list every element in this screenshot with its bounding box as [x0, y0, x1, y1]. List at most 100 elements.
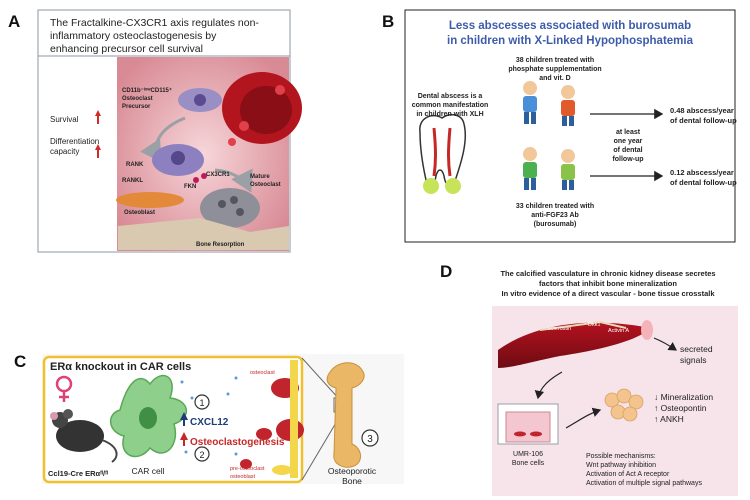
rank-label: RANK [126, 162, 144, 168]
secreted-signals-arrow [653, 337, 677, 351]
precursor-label-1: CD11b⁻ᴵᵒʷCD115⁺ [122, 87, 172, 94]
step-2-number: 2 [199, 450, 204, 460]
children-group-2-icon [523, 147, 575, 190]
group-2-label-3: (burosumab) [534, 221, 577, 228]
differentiation-up-arrow-icon [95, 144, 101, 150]
group-1-label-1: 38 children treated with [516, 57, 594, 64]
car-cell-label: CAR cell [131, 466, 164, 476]
group-2-label-2: anti-FGF23 Ab [531, 212, 579, 219]
panel-a-title-line-1: The Fractalkine-CX3CR1 axis regulates no… [50, 17, 259, 29]
osteoblast-shape [116, 192, 184, 208]
abscess-label-2: common manifestation [412, 102, 489, 109]
dkk1-label: Dkk1 [588, 322, 601, 328]
cxcl12-label: CXCL12 [190, 417, 229, 428]
result-2-label-2: of dental follow-up [670, 178, 737, 187]
step-1-number: 1 [199, 398, 204, 408]
osteoblast-lining [290, 360, 298, 478]
panel-d [462, 264, 738, 496]
osteoblast-shape [272, 465, 292, 475]
bone-surface [118, 218, 289, 250]
step-3-circle [361, 429, 379, 447]
panel-a-letter: A [8, 12, 21, 31]
panel-a-title-line-2: inflammatory osteoclastogenesis by [50, 30, 217, 42]
panel-b [404, 9, 736, 243]
step-3-number: 3 [367, 434, 373, 445]
cxcl12-up-arrow-icon [180, 412, 188, 420]
differentiation-label-2: capacity [50, 147, 79, 156]
secreted-signals-label-2: signals [680, 355, 706, 365]
sclerostin-label: sclerostin [548, 326, 571, 332]
mature-osteoclast-label-2: Osteoclast [250, 182, 281, 188]
panel-b-letter: B [382, 12, 395, 31]
osteoclastogenesis-up-arrow-icon [180, 432, 188, 440]
mechanism-2: Activation of Act A receptor [586, 471, 670, 478]
panel-d-title-line-1: The calcified vasculature in chronic kid… [500, 269, 715, 278]
followup-label-2: one year [614, 138, 643, 145]
precursor-label-3: Precursor [122, 104, 151, 110]
effect-mineralization: ↓ Mineralization [654, 392, 713, 402]
step-2-circle [194, 446, 210, 462]
fkn-label: FKN [184, 184, 196, 190]
result-2-label-1: 0.12 abscess/year [670, 168, 734, 177]
female-symbol-icon [55, 375, 73, 402]
panel-a [37, 9, 302, 253]
pre-osteoclast-label: pre-osteoclast [230, 466, 265, 472]
result-1-label-2: of dental follow-up [670, 116, 737, 125]
panel-a-title-line-3: enhancing precursor cell survival [50, 43, 203, 55]
mouse-icon [50, 409, 118, 463]
abscess-label-1: Dental abscess is a [418, 93, 483, 100]
abscess-right-shape [445, 178, 461, 194]
mature-osteoclast-shape [200, 188, 260, 228]
differentiation-label-1: Differentiation [50, 137, 99, 146]
bone-resorption-label: Bone Resorption [196, 242, 245, 248]
mature-osteoclast-label-1: Mature [250, 174, 270, 180]
activin-a-label: Activin A [608, 328, 629, 334]
panel-b-title-line-2: in children with X-Linked Hypophosphatem… [447, 35, 694, 47]
panel-d-title-line-2: factors that inhibit bone mineralization [539, 279, 677, 288]
rankl-label: RANKL [122, 178, 143, 184]
followup-label-3: of dental [613, 147, 642, 154]
followup-label-4: follow-up [612, 156, 643, 163]
panel-b-title-line-1: Less abscesses associated with burosumab [449, 20, 691, 32]
survival-up-arrow-icon [95, 110, 101, 116]
mechanism-1: Wnt pathway inhibition [586, 462, 656, 469]
bone-cells-label: Bone cells [512, 460, 545, 467]
survival-label: Survival [50, 115, 79, 124]
panel-c-letter: C [14, 352, 27, 371]
osteoclast-label: osteoclast [250, 370, 275, 376]
step-1-circle [194, 394, 210, 410]
osteoporotic-bone-label-1: Osteoporotic [328, 466, 377, 476]
precursor-label-2: Osteoclast [122, 96, 153, 102]
femur-icon [326, 362, 365, 468]
panel-c [42, 354, 404, 484]
vessel-to-cells-arrow [534, 371, 563, 400]
effect-ankh: ↑ ANKH [654, 414, 684, 424]
osteoclast-shape-2 [256, 428, 272, 440]
followup-label-1: at least [616, 129, 641, 136]
cells-to-effects-arrow [565, 407, 602, 429]
osteoblast-label: Osteoblast [124, 210, 155, 216]
differentiation-arrow [214, 168, 253, 193]
mouse-genotype-label: Ccl19-Cre ERαᶠˡ/ᶠˡ [48, 469, 108, 478]
bone-cells-cluster-icon [604, 388, 644, 422]
panel-c-title: ERα knockout in CAR cells [50, 361, 191, 373]
children-group-1-icon [523, 81, 575, 126]
group-2-label-1: 33 children treated with [516, 203, 594, 210]
abscess-left-shape [423, 178, 439, 194]
culture-well-icon [497, 403, 559, 445]
osteoclastogenesis-label: Osteoclastogenesis [190, 437, 285, 448]
mechanisms-heading: Possible mechanisms: [586, 453, 656, 460]
cx3cr1-label: CX3CR1 [206, 172, 230, 178]
group-1-label-3: and vit. D [539, 75, 571, 82]
pre-osteoclast-shape [240, 459, 252, 469]
effect-osteopontin: ↑ Osteopontin [654, 403, 707, 413]
secreted-signals-label-1: secreted [680, 344, 713, 354]
mechanism-3: Activation of multiple signal pathways [586, 480, 702, 487]
abscess-label-3: in children with XLH [416, 111, 483, 118]
result-1-label-1: 0.48 abscess/year [670, 106, 734, 115]
panel-d-title-line-3: In vitro evidence of a direct vascular -… [502, 289, 716, 298]
osteoblast-label-c: osteoblast [230, 474, 256, 480]
calcified-vessel-shape [498, 322, 650, 368]
group-1-label-2: phosphate supplementation [508, 66, 601, 73]
